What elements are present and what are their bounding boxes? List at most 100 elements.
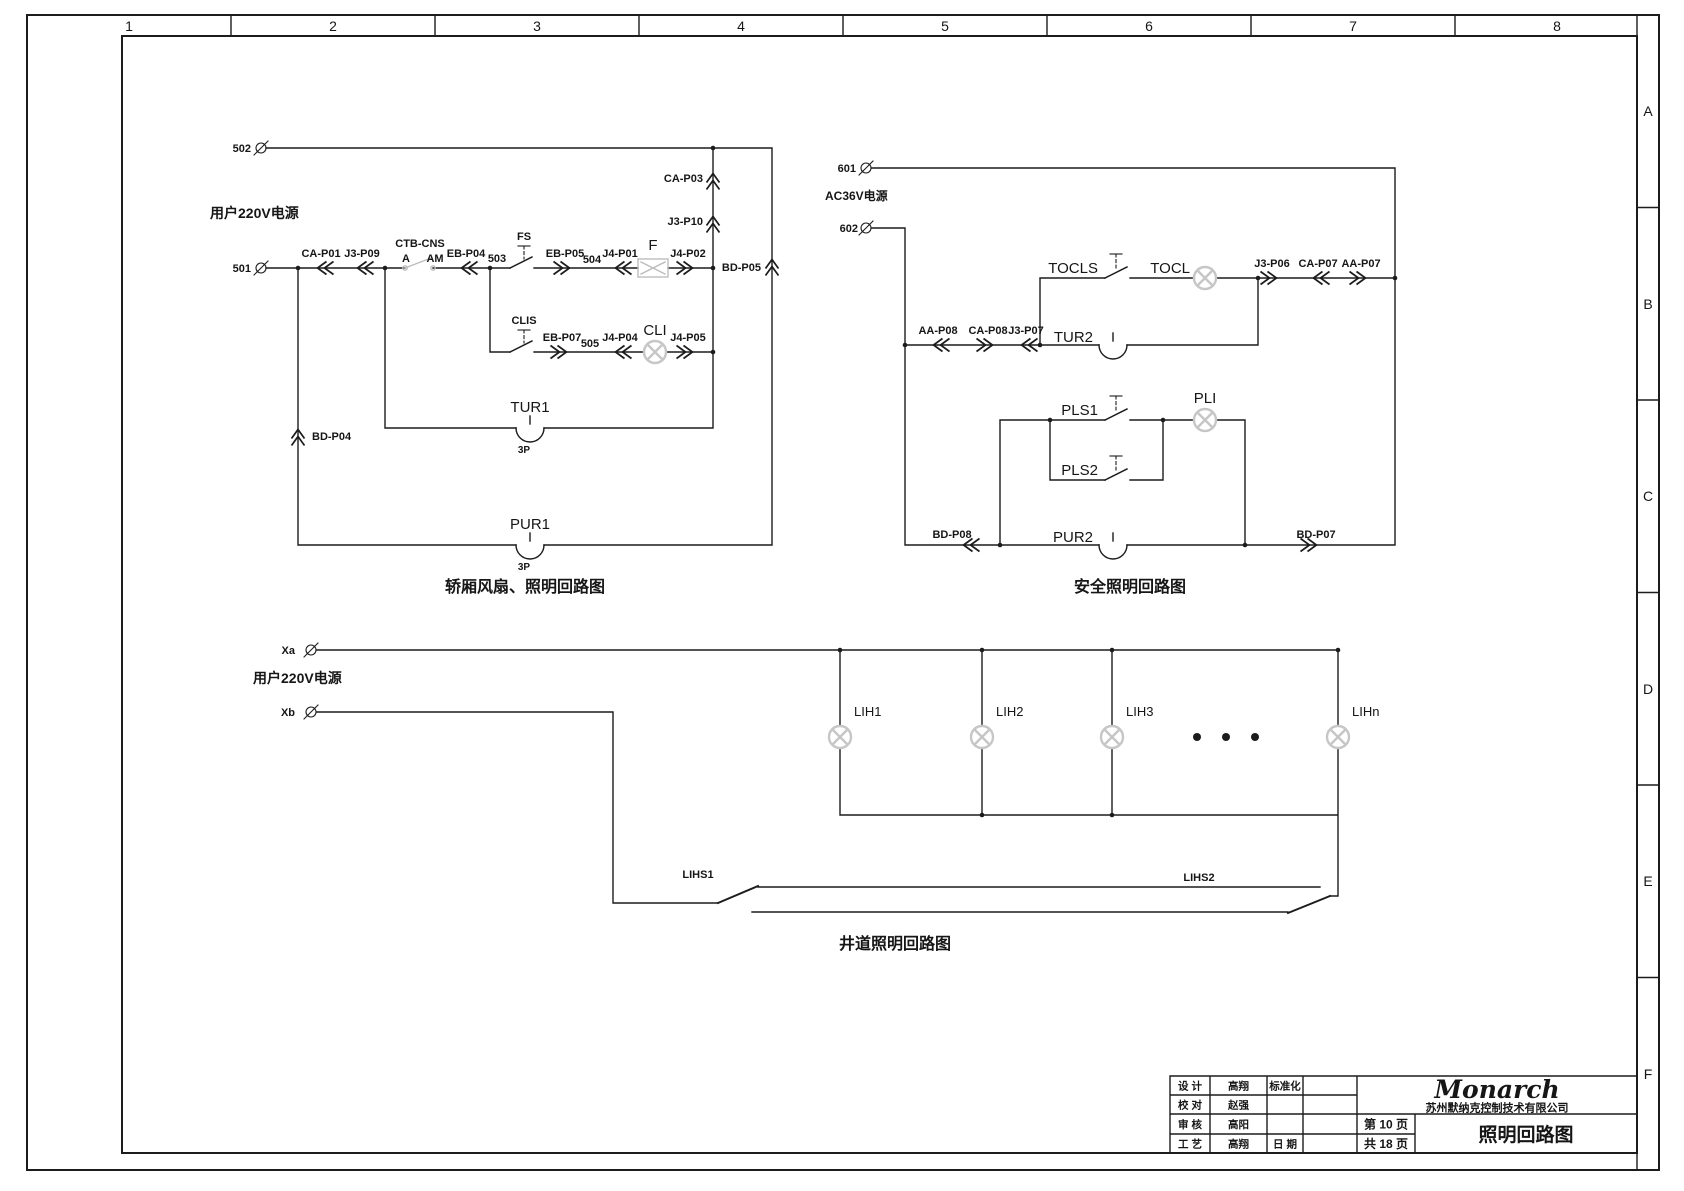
switch-clis: CLIS (509, 315, 537, 353)
connector-label: EB-P07 (543, 332, 582, 344)
fan-symbol: F (637, 237, 669, 278)
wire-label-xb: Xb (281, 707, 295, 719)
connector-label: J4-P04 (602, 332, 638, 344)
lamp-label-tocl: TOCL (1150, 260, 1190, 277)
wiring (316, 649, 1339, 913)
zone-row-f: F (1644, 1066, 1653, 1082)
switch-pls2: PLS2 (1061, 455, 1128, 481)
connector-label: J4-P01 (602, 248, 637, 260)
lamp-label-pli: PLI (1194, 390, 1217, 407)
label-date: 日 期 (1273, 1138, 1297, 1151)
safety-lighting-circuit: 601 AC36V电源 602 AA-P08 CA-P08 J3-P07 TUR… (825, 160, 1398, 596)
device-label: TOCLS (1048, 260, 1098, 277)
zone-col-3: 3 (533, 18, 541, 34)
terminal-xb (303, 704, 319, 720)
wire-label-502: 502 (233, 143, 251, 155)
device-label: PLS1 (1061, 402, 1098, 419)
connector-label: AA-P07 (1341, 258, 1380, 270)
person-check: 赵强 (1227, 1099, 1250, 1112)
wire-label-505: 505 (581, 338, 599, 350)
zone-row-d: D (1643, 681, 1653, 697)
terminal-602 (858, 220, 874, 236)
device-label: CLIS (511, 315, 536, 327)
connector-label: CA-P07 (1298, 258, 1337, 270)
lamp-lihn (1325, 724, 1351, 750)
zone-col-4: 4 (737, 18, 745, 34)
zone-row-c: C (1643, 488, 1653, 504)
zone-col-2: 2 (329, 18, 337, 34)
lamp-lih2 (969, 724, 995, 750)
breaker-label: TUR2 (1054, 329, 1093, 346)
role-process: 工 艺 (1178, 1138, 1202, 1151)
lamp-lih1 (827, 724, 853, 750)
switch-pls1: PLS1 (1061, 395, 1128, 421)
person-review: 高阳 (1228, 1118, 1249, 1131)
label-standardization: 标准化 (1268, 1080, 1301, 1093)
connector-label: J3-P09 (344, 248, 379, 260)
role-review: 审 核 (1178, 1118, 1202, 1131)
zone-col-7: 7 (1349, 18, 1357, 34)
breaker-pur1: PUR1 3P (510, 516, 550, 573)
zone-row-b: B (1643, 296, 1652, 312)
supply-label-ac36v: AC36V电源 (825, 188, 888, 203)
wire-label-602: 602 (840, 223, 858, 235)
shaft-lighting-circuit: Xa 用户220V电源 Xb LIH1 LIH2 LIH3 LIHn LIHS1… (253, 642, 1379, 953)
lamp-cli (642, 339, 668, 365)
device-label: LIHS1 (682, 869, 713, 881)
wiring (265, 147, 773, 546)
role-check: 校 对 (1178, 1099, 1202, 1112)
person-design: 高翔 (1228, 1080, 1249, 1093)
device-label: LIHS2 (1183, 872, 1214, 884)
wire-label-503: 503 (488, 253, 506, 265)
connector-label: BD-P04 (312, 431, 352, 443)
lamp-lih3 (1099, 724, 1125, 750)
caption-safety-circuit: 安全照明回路图 (1074, 577, 1186, 596)
lamp-tocl (1192, 265, 1218, 291)
contact-label-am: AM (426, 253, 443, 265)
company-name: 苏州默纳克控制技术有限公司 (1426, 1101, 1569, 1115)
breaker-tur1: TUR1 3P (510, 399, 549, 456)
connector-label: CA-P01 (301, 248, 340, 260)
connector-label: J3-P06 (1254, 258, 1289, 270)
connector-label: BD-P08 (932, 529, 971, 541)
poles-label: 3P (518, 445, 531, 456)
person-process: 高翔 (1228, 1138, 1249, 1151)
switch-tocls: TOCLS (1048, 253, 1128, 279)
connector-label: EB-P05 (546, 248, 585, 260)
wire-label-xa: Xa (282, 645, 296, 657)
supply-label-220v: 用户220V电源 (210, 205, 299, 221)
connector-label: J3-P10 (668, 216, 703, 228)
ellipsis-dot (1222, 733, 1230, 741)
page-total: 共 18 页 (1364, 1136, 1408, 1151)
poles-label: 3P (518, 562, 531, 573)
breaker-label: TUR1 (510, 399, 549, 416)
zone-col-5: 5 (941, 18, 949, 34)
connector-label: AA-P08 (918, 325, 957, 337)
zone-col-8: 8 (1553, 18, 1561, 34)
contact-label-a: A (402, 253, 410, 265)
sheet-border: 1 2 3 4 5 6 7 8 A B C D E F (26, 14, 1660, 1171)
connector-label: BD-P05 (722, 262, 761, 274)
supply-label-220v-shaft: 用户220V电源 (253, 670, 342, 686)
device-label: FS (517, 231, 531, 243)
lamp-label-lihn: LIHn (1352, 704, 1379, 719)
lamp-label-lih1: LIH1 (854, 704, 881, 719)
connector-label: BD-P07 (1296, 529, 1335, 541)
terminal-501 (253, 260, 269, 276)
connector-label: EB-P04 (447, 248, 486, 260)
wire-label-501: 501 (233, 263, 251, 275)
title-block: 设 计 高翔 标准化 校 对 赵强 审 核 高阳 工 艺 高翔 日 期 第 10… (1169, 1075, 1638, 1154)
switch-fs: FS (509, 231, 533, 269)
breaker-label: PUR2 (1053, 529, 1093, 546)
lamp-pli (1192, 407, 1218, 433)
switch-lihs1: LIHS1 (682, 869, 760, 905)
zone-row-a: A (1643, 103, 1653, 119)
device-label: CTB-CNS (395, 238, 445, 250)
connector-label: J4-P02 (670, 248, 705, 260)
zone-col-1: 1 (125, 18, 133, 34)
connector-label: CA-P08 (968, 325, 1007, 337)
ellipsis-dot (1193, 733, 1201, 741)
lamp-label-lih3: LIH3 (1126, 704, 1153, 719)
